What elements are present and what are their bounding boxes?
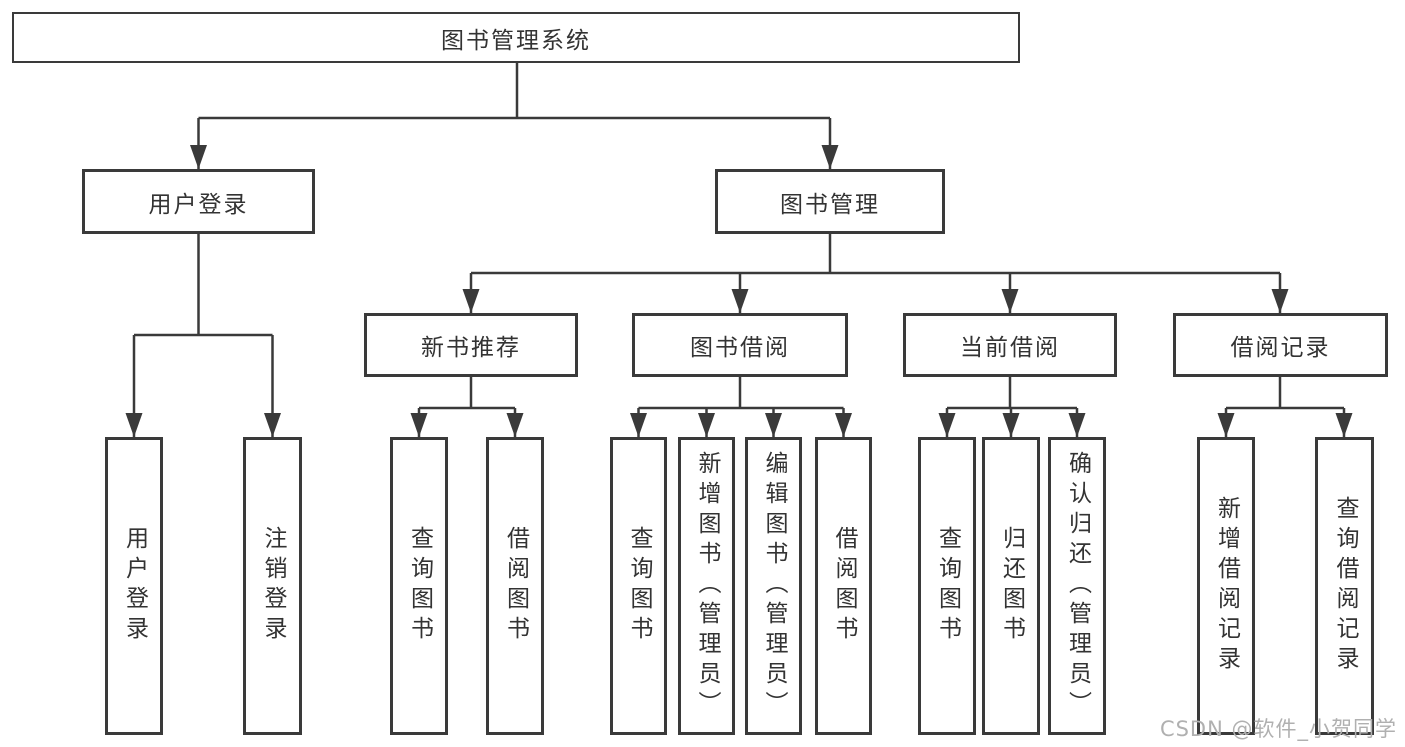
leaf-borrow-books: 借阅图书 xyxy=(815,437,872,735)
node-current-borrow: 当前借阅 xyxy=(903,313,1117,377)
leaf-borrow-books-recommend: 借阅图书 xyxy=(486,437,544,735)
leaf-confirm-return-admin: 确认归还（管理员） xyxy=(1048,437,1106,735)
leaf-add-borrow-record: 新增借阅记录 xyxy=(1197,437,1255,735)
node-borrow-record: 借阅记录 xyxy=(1173,313,1388,377)
leaf-user-login: 用户登录 xyxy=(105,437,163,735)
leaf-query-borrow-record: 查询借阅记录 xyxy=(1315,437,1374,735)
leaf-logout-login: 注销登录 xyxy=(243,437,302,735)
node-user-login-branch: 用户登录 xyxy=(82,169,315,234)
node-book-borrow: 图书借阅 xyxy=(632,313,848,377)
node-new-book-recommend: 新书推荐 xyxy=(364,313,578,377)
leaf-query-books-borrow: 查询图书 xyxy=(610,437,667,735)
node-book-management: 图书管理 xyxy=(715,169,945,234)
node-library-system: 图书管理系统 xyxy=(12,12,1020,63)
watermark: CSDN @软件_小贺同学 xyxy=(1159,717,1397,741)
leaf-query-books-recommend: 查询图书 xyxy=(390,437,448,735)
leaf-return-book: 归还图书 xyxy=(982,437,1040,735)
leaf-add-book-admin: 新增图书（管理员） xyxy=(678,437,735,735)
leaf-query-books-current: 查询图书 xyxy=(918,437,976,735)
leaf-edit-book-admin: 编辑图书（管理员） xyxy=(745,437,802,735)
